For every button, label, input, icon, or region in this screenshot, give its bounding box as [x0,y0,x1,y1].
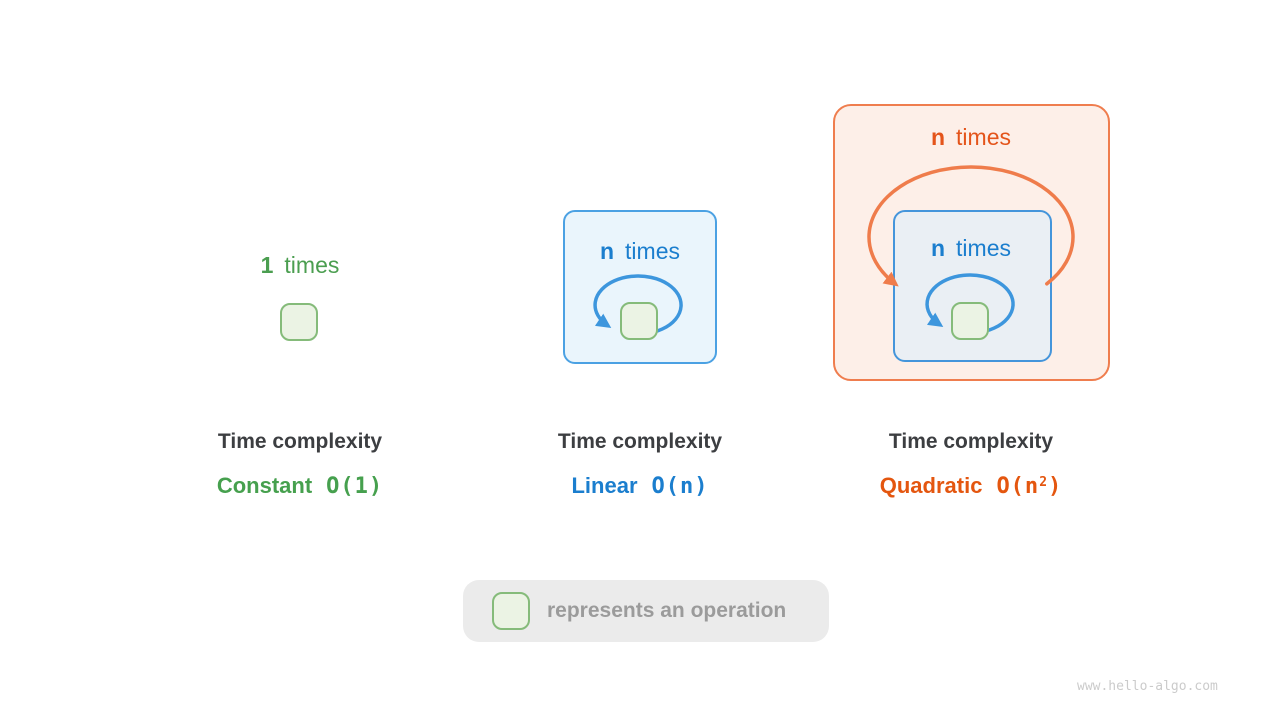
operation-box [280,303,318,341]
complexity-name: Linear [571,473,638,498]
times-word: times [956,235,1011,261]
times-word: times [956,124,1011,150]
quadratic-outer-times-label: n times [871,124,1071,151]
quadratic-complexity-label: Quadratic O(n2) [791,473,1151,499]
complexity-name: Constant [216,473,313,498]
exponent: 2 [1039,475,1049,490]
operation-box [620,302,658,340]
complexity-notation: O(n2) [996,474,1063,499]
linear-times-label: n times [540,238,740,265]
watermark: www.hello-algo.com [1077,679,1218,694]
times-count: n [930,235,946,261]
complexity-notation: O(1) [326,474,384,499]
quadratic-caption: Time complexity [888,430,1054,453]
operation-box [492,592,530,630]
times-word: times [625,238,680,264]
constant-times-label: 1 times [200,252,400,279]
constant-complexity-label: Constant O(1) [120,473,480,499]
times-count: n [930,124,946,150]
complexity-name: Quadratic [879,473,983,498]
linear-caption: Time complexity [557,430,723,453]
times-count: n [599,238,615,264]
legend-label: represents an operation [547,599,787,622]
times-count: 1 [260,252,274,278]
constant-caption: Time complexity [217,430,383,453]
operation-box [951,302,989,340]
times-word: times [284,252,340,278]
complexity-notation: O(n) [651,474,709,499]
quadratic-inner-times-label: n times [871,235,1071,262]
linear-loop-box [563,210,717,364]
linear-complexity-label: Linear O(n) [460,473,820,499]
